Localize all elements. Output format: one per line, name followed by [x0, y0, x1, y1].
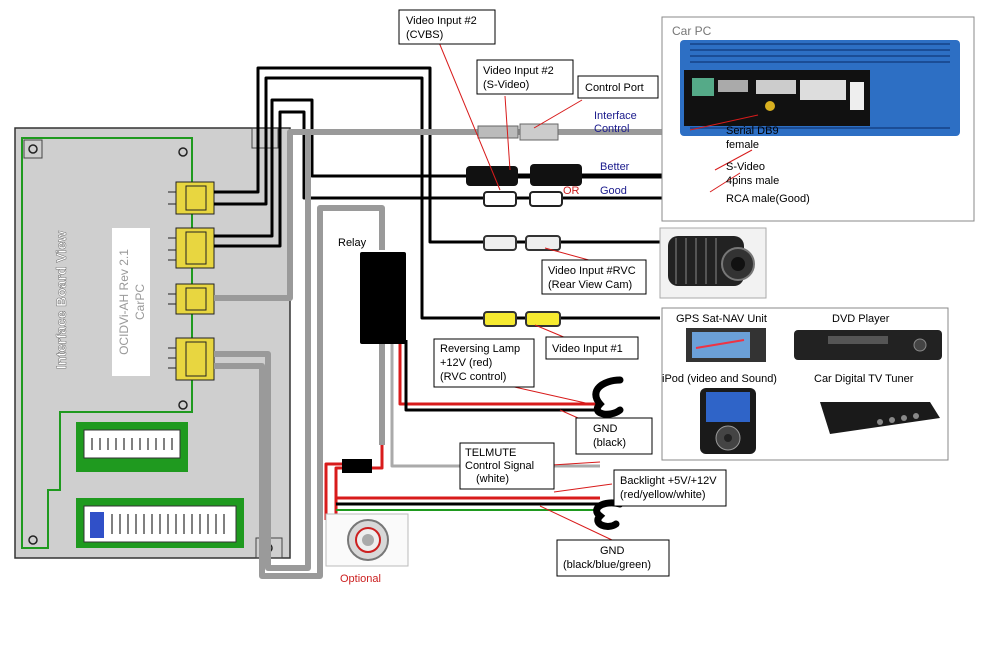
interface-control-label: Control: [594, 123, 629, 135]
connector-4: [168, 337, 215, 381]
connector-3: [168, 283, 215, 315]
connector-1: [168, 181, 215, 215]
serial-label: female: [726, 139, 759, 151]
callout-video-input-rvc: Video Input #RVC (Rear View Cam): [541, 259, 647, 295]
inline-fuse: [342, 459, 372, 473]
label-text: Backlight +5V/+12V: [620, 475, 717, 487]
optional-switch: Optional: [325, 513, 409, 585]
device-dvd: DVD Player: [832, 313, 890, 325]
label-text: Control Signal: [465, 460, 534, 472]
callout-video-input-2-cvbs: Video Input #2 (CVBS): [398, 9, 496, 45]
label-text: Video Input #1: [552, 343, 623, 355]
label-text: (black): [593, 437, 626, 449]
interface-control-label: Interface: [594, 110, 637, 122]
car-pc-label: Car PC: [672, 24, 712, 38]
callout-gnd-multi: GND (black/blue/green): [556, 539, 670, 577]
label-text: (red/yellow/white): [620, 489, 706, 501]
device-ipod: iPod (video and Sound): [662, 373, 777, 385]
label-text: (S-Video): [483, 79, 529, 91]
serial-label: Serial DB9: [726, 125, 779, 137]
callout-backlight: Backlight +5V/+12V (red/yellow/white): [613, 469, 727, 507]
interface-board: Interface Board View OCIDVi-AH Rev 2.1 C…: [14, 127, 291, 559]
label-text: TELMUTE: [465, 447, 516, 459]
label-text: (white): [476, 473, 509, 485]
label-text: GND: [600, 545, 625, 557]
callout-control-port: Control Port: [577, 75, 659, 99]
callout-reversing-lamp: Reversing Lamp +12V (red) (RVC control): [433, 338, 535, 388]
leader-lines: [437, 39, 759, 541]
callout-video-input-2-svideo: Video Input #2 (S-Video): [476, 59, 574, 95]
board-name: OCIDVi-AH Rev 2.1: [117, 249, 131, 355]
label-text: Video Input #RVC: [548, 265, 636, 277]
car-pc-panel: Car PC: [661, 16, 975, 222]
relay: Relay: [338, 237, 406, 344]
good-label: Good: [600, 185, 627, 197]
label-text: Control Port: [585, 82, 644, 94]
better-label: Better: [600, 161, 630, 173]
callout-video-input-1: Video Input #1: [545, 336, 639, 360]
callout-telmute: TELMUTE Control Signal (white): [459, 442, 555, 490]
optional-label: Optional: [340, 573, 381, 585]
board-subname: CarPC: [133, 284, 147, 320]
device-tv: Car Digital TV Tuner: [814, 373, 914, 385]
device-gps: GPS Sat-NAV Unit: [676, 313, 767, 325]
label-text: Video Input #2: [406, 15, 477, 27]
rca-label: RCA male(Good): [726, 193, 810, 205]
label-text: GND: [593, 423, 618, 435]
svideo-label: S-Video: [726, 161, 765, 173]
label-text: (RVC control): [440, 371, 506, 383]
devices-panel: GPS Sat-NAV Unit DVD Player iPod (video …: [661, 307, 949, 461]
or-label: OR: [563, 185, 580, 197]
label-text: (CVBS): [406, 29, 443, 41]
svideo-label: 4pins male: [726, 175, 779, 187]
board-title: Interface Board View: [53, 231, 69, 369]
label-text: Video Input #2: [483, 65, 554, 77]
label-text: +12V (red): [440, 357, 492, 369]
board-connectors: [168, 181, 215, 381]
gnd-marker-2: [593, 499, 624, 530]
gnd-marker-1: [592, 376, 624, 418]
connector-2: [168, 227, 215, 269]
relay-label: Relay: [338, 237, 367, 249]
rear-view-camera: [659, 227, 767, 299]
label-text: (black/blue/green): [563, 559, 651, 571]
label-text: (Rear View Cam): [548, 279, 632, 291]
callout-gnd-black: GND (black): [575, 417, 653, 455]
label-text: Reversing Lamp: [440, 343, 520, 355]
